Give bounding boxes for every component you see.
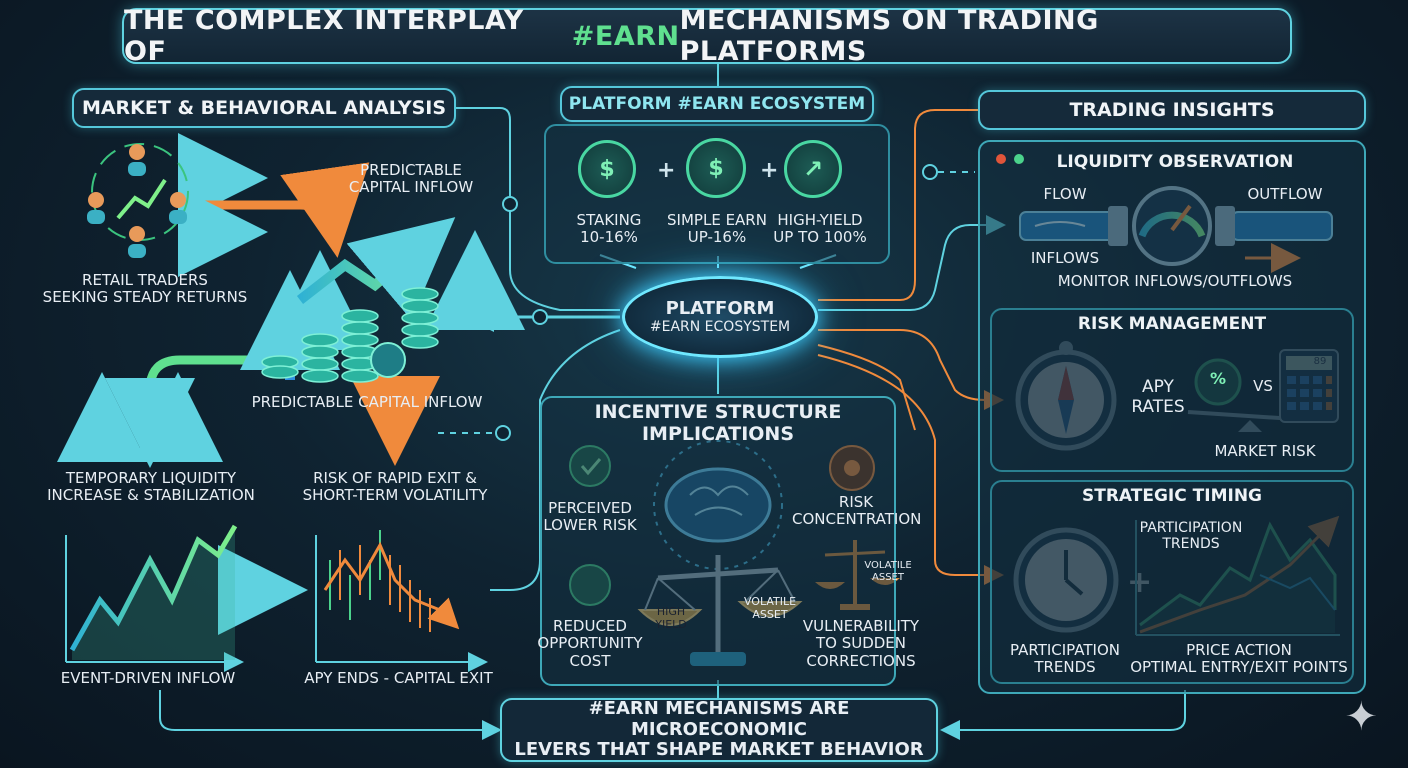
participation-trends-text: PARTICIPATION TRENDS [1010,641,1120,677]
coin-stack-icon: $ [578,140,636,198]
perceived-lower-risk-text: PERCEIVED LOWER RISK [543,499,637,535]
market-risk-text: MARKET RISK [1214,442,1316,460]
page-title: THE COMPLEX INTERPLAY OF #EARN MECHANISM… [122,5,1292,67]
volatile-asset-pan-label: VOLATILE ASSET [743,595,797,621]
risk-management-title: RISK MANAGEMENT [1077,314,1267,334]
strategic-timing-panel [990,480,1354,684]
growth-chart-icon: ↗ [784,140,842,198]
predictable-inflow-top-text: PREDICTABLE CAPITAL INFLOW [348,161,474,197]
sparkle-icon: ✦ [1344,694,1378,740]
staking-product: STAKING 10-16% [576,211,642,247]
apy-ends-label: APY ENDS - CAPITAL EXIT [304,669,493,687]
strategic-timing-title: STRATEGIC TIMING [1082,486,1262,506]
trading-insights-label: TRADING INSIGHTS [978,90,1366,130]
hub-line1: PLATFORM [665,297,775,319]
monitor-inflows-outflows-text: MONITOR INFLOWS/OUTFLOWS [1057,272,1293,290]
temporary-liquidity-text: TEMPORARY LIQUIDITY INCREASE & STABILIZA… [47,469,255,505]
participation-chart-label: PARTICIPATION TRENDS [1139,520,1243,553]
retail-traders-text: RETAIL TRADERS SEEKING STEADY RETURNS [42,271,248,307]
vs-text: VS [1253,377,1273,395]
hand-coin-icon: $ [686,138,746,198]
platform-hub: PLATFORM #EARN ECOSYSTEM [622,276,818,358]
title-prefix: THE COMPLEX INTERPLAY OF [124,5,524,67]
volatile-asset-small-label: VOLATILE ASSET [864,560,912,583]
plus-icon: + [657,158,676,183]
conclusion-line2: LEVERS THAT SHAPE MARKET BEHAVIOR [514,739,924,761]
conclusion-box: #EARN MECHANISMS ARE MICROECONOMIC LEVER… [500,698,938,762]
inflows-label: INFLOWS [1030,249,1100,267]
calculator-display: 89 [1313,356,1327,367]
simple-earn-product: SIMPLE EARN UP-16% [667,211,767,247]
plus-icon: + [760,158,779,183]
platform-earn-ecosystem-label: PLATFORM #EARN ECOSYSTEM [560,86,874,122]
price-action-text: PRICE ACTION OPTIMAL ENTRY/EXIT POINTS [1130,641,1348,677]
window-dot-red [996,154,1006,164]
risk-management-panel [990,308,1354,472]
incentive-panel [540,396,896,686]
event-driven-label: EVENT-DRIVEN INFLOW [60,669,236,687]
vulnerability-text: VULNERABILITY TO SUDDEN CORRECTIONS [802,617,920,670]
high-yield-pan-label: HIGH YIELD [655,605,687,631]
hub-line2: #EARN ECOSYSTEM [649,319,791,336]
title-suffix: MECHANISMS ON TRADING PLATFORMS [679,5,1099,67]
liquidity-observation-title: LIQUIDITY OBSERVATION [1056,152,1294,172]
window-dot-green [1014,154,1024,164]
incentive-title: INCENTIVE STRUCTURE IMPLICATIONS [594,401,842,445]
high-yield-product: HIGH-YIELD UP TO 100% [773,211,867,247]
title-accent: #EARN [571,20,680,52]
market-behavioral-label: MARKET & BEHAVIORAL ANALYSIS [72,88,456,128]
reduced-opportunity-cost-text: REDUCED OPPORTUNITY COST [537,617,643,670]
predictable-inflow-bottom-text: PREDICTABLE CAPITAL INFLOW [251,393,483,411]
risk-rapid-exit-text: RISK OF RAPID EXIT & SHORT-TERM VOLATILI… [302,469,488,505]
percent-icon: % [1209,369,1227,388]
apy-rates-text: APY RATES [1131,377,1185,417]
conclusion-line1: #EARN MECHANISMS ARE MICROECONOMIC [588,697,850,740]
outflow-label: OUTFLOW [1247,185,1323,203]
risk-concentration-text: RISK CONCENTRATION [792,493,922,529]
flow-label: FLOW [1043,185,1087,203]
